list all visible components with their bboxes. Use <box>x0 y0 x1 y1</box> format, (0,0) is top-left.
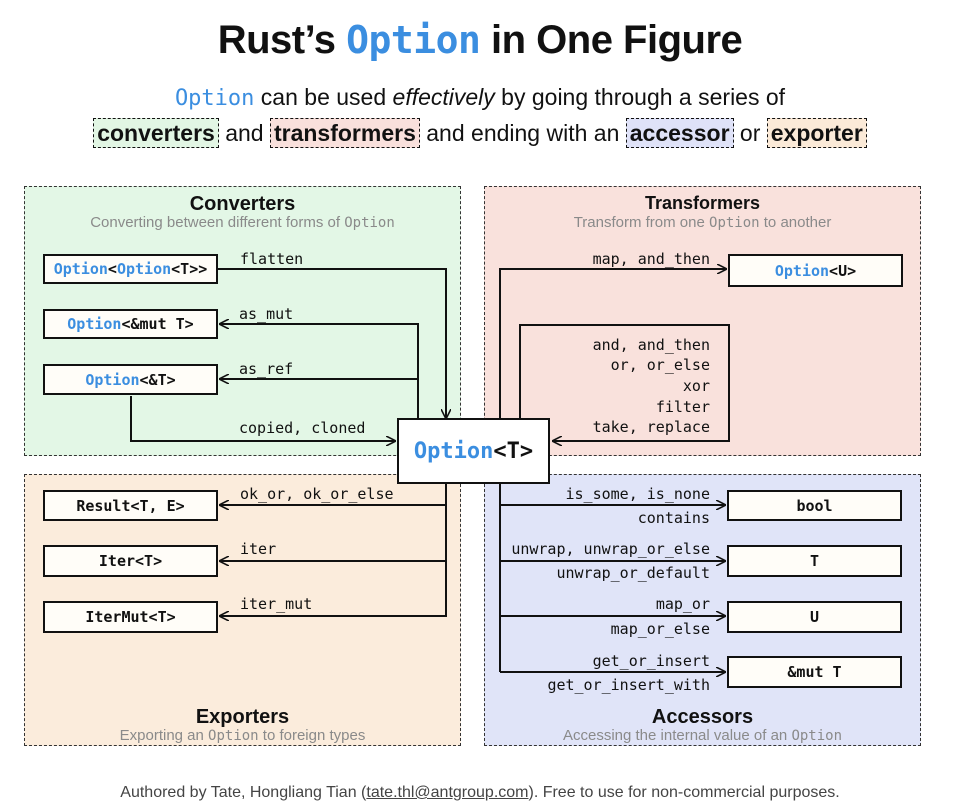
transformers-title: Transformers <box>644 193 761 213</box>
subtitle-line-2: converters and transformers and ending w… <box>0 118 960 148</box>
author-email-link[interactable]: tate.thl@antgroup.com <box>366 784 529 801</box>
box-iter-t: Iter<T> <box>43 545 218 577</box>
tag-accessor: accessor <box>625 118 734 148</box>
subtitle-code: Option <box>174 86 255 111</box>
box-result-t-e: Result<T, E> <box>43 490 218 521</box>
converters-title: Converters <box>189 193 296 215</box>
label-get-or-insert-with: get_or_insert_with <box>547 676 710 694</box>
label-as-mut: as_mut <box>239 305 294 323</box>
label-copied-cloned: copied, cloned <box>239 419 366 437</box>
label-get-or-insert: get_or_insert <box>592 652 710 670</box>
box-option-ref-t: Option<&T> <box>43 364 218 395</box>
tag-exporter: exporter <box>766 118 867 148</box>
box-t: T <box>727 545 902 577</box>
box-option-u: Option<U> <box>728 254 903 287</box>
arrow-as-mut <box>220 324 419 418</box>
accessors-title: Accessors <box>651 706 754 728</box>
arrow-map-and-then <box>499 269 726 418</box>
title-code: Option <box>346 18 481 62</box>
arrow-and-or-xor <box>519 324 730 441</box>
page-title: Rust’s Option in One Figure <box>217 18 743 62</box>
label-ok-or: ok_or, ok_or_else <box>240 485 394 503</box>
label-is-some: is_some, is_none <box>565 485 711 503</box>
label-as-ref: as_ref <box>239 360 294 378</box>
label-unwrap: unwrap, unwrap_or_else <box>511 540 710 558</box>
tag-transformers: transformers <box>269 118 420 148</box>
box-itermut-t: IterMut<T> <box>43 601 218 633</box>
exporters-title: Exporters <box>195 706 290 728</box>
converters-subtitle: Converting between different forms of Op… <box>90 214 395 231</box>
exporters-subtitle: Exporting an Option to foreign types <box>119 727 366 744</box>
box-mut-t: &mut T <box>727 656 902 688</box>
label-map-or: map_or <box>655 595 710 613</box>
label-iter-mut: iter_mut <box>240 595 313 613</box>
footer: Authored by Tate, Hongliang Tian (tate.t… <box>120 784 840 801</box>
box-option-option-t: Option<Option<T>> <box>43 254 218 284</box>
transformers-subtitle: Transform from one Option to another <box>573 214 832 231</box>
label-filter: filter <box>655 398 710 416</box>
label-take-replace: take, replace <box>592 418 710 436</box>
arrow-copied-cloned <box>130 396 395 441</box>
label-contains: contains <box>637 509 710 527</box>
transformers-panel <box>484 186 921 456</box>
label-map-and-then: map, and_then <box>592 250 710 268</box>
arrow-flatten <box>218 268 446 418</box>
box-bool: bool <box>727 490 902 521</box>
box-u: U <box>727 601 902 633</box>
label-and-and-then: and, and_then <box>592 336 710 354</box>
center-option-t-box: Option<T> <box>397 418 550 484</box>
label-xor: xor <box>682 377 710 395</box>
accessors-subtitle: Accessing the internal value of an Optio… <box>562 727 843 744</box>
label-map-or-else: map_or_else <box>610 620 710 638</box>
label-flatten: flatten <box>240 250 304 268</box>
tag-converters: converters <box>93 118 219 148</box>
box-option-mut-t: Option<&mut T> <box>43 309 218 339</box>
subtitle-line-1: Option can be used effectively by going … <box>174 84 786 111</box>
label-or-or-else: or, or_else <box>610 356 710 374</box>
label-iter: iter <box>240 540 277 558</box>
label-unwrap-or-default: unwrap_or_default <box>556 564 710 582</box>
